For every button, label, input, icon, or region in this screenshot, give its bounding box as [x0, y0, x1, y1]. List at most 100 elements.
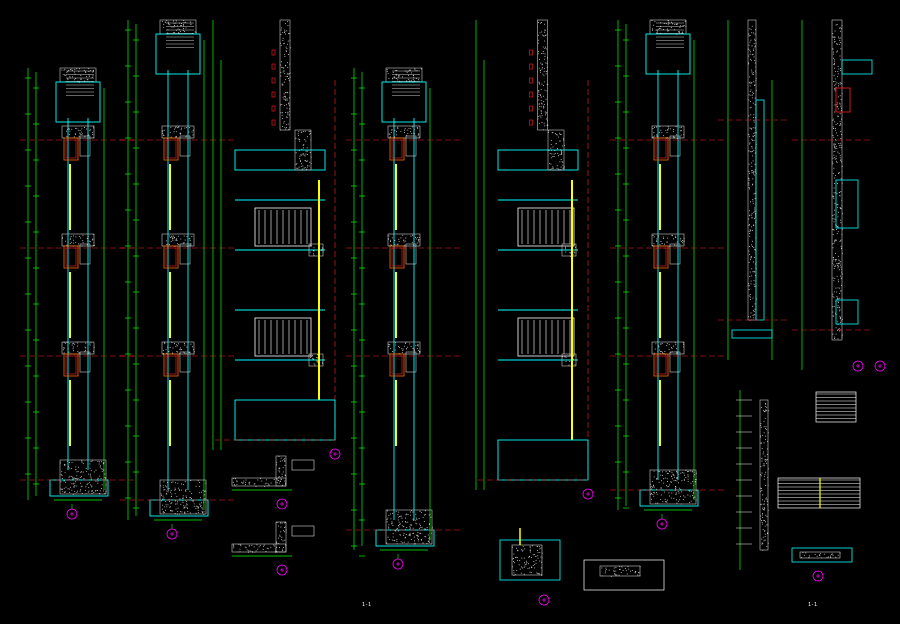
- masonry-speck: [520, 572, 522, 574]
- masonry-speck: [565, 360, 567, 362]
- masonry-speck: [406, 80, 408, 82]
- masonry-speck: [61, 471, 63, 473]
- masonry-speck: [392, 525, 394, 526]
- masonry-speck: [557, 152, 559, 154]
- masonry-speck: [70, 236, 72, 238]
- masonry-speck: [754, 248, 756, 250]
- masonry-speck: [562, 167, 564, 169]
- masonry-speck: [675, 343, 677, 345]
- masonry-speck: [170, 489, 172, 491]
- masonry-speck: [560, 133, 562, 135]
- masonry-speck: [841, 334, 843, 336]
- masonry-speck: [168, 23, 169, 25]
- masonry-speck: [402, 348, 404, 350]
- masonry-speck: [176, 239, 178, 241]
- masonry-speck: [681, 31, 683, 33]
- masonry-speck: [184, 352, 186, 354]
- masonry-speck: [538, 103, 540, 105]
- masonry-speck: [69, 461, 70, 463]
- masonry-speck: [285, 23, 286, 25]
- masonry-speck: [179, 489, 180, 491]
- masonry-speck: [762, 509, 764, 511]
- masonry-speck: [415, 513, 417, 515]
- masonry-speck: [171, 235, 173, 237]
- masonry-speck: [751, 162, 753, 164]
- masonry-speck: [660, 129, 662, 131]
- masonry-speck: [69, 475, 71, 477]
- wall-block: [669, 243, 681, 265]
- masonry-speck: [201, 507, 203, 509]
- masonry-speck: [751, 45, 753, 47]
- masonry-speck: [754, 218, 755, 220]
- masonry-speck: [393, 540, 395, 542]
- masonry-speck: [409, 524, 411, 526]
- masonry-speck: [753, 132, 755, 134]
- window-head: [163, 353, 179, 377]
- masonry-speck: [84, 350, 86, 352]
- masonry-speck: [66, 130, 67, 132]
- masonry-speck: [99, 493, 101, 495]
- masonry-speck: [407, 346, 409, 348]
- masonry-speck: [309, 161, 311, 163]
- masonry-speck: [562, 138, 564, 140]
- masonry-block: [231, 477, 287, 487]
- masonry-speck: [834, 40, 836, 42]
- masonry-speck: [392, 536, 394, 538]
- masonry-speck: [540, 62, 542, 64]
- masonry-speck: [835, 240, 837, 242]
- masonry-speck: [387, 536, 389, 538]
- masonry-speck: [89, 467, 91, 469]
- masonry-speck: [549, 163, 551, 165]
- masonry-speck: [418, 241, 420, 243]
- masonry-speck: [840, 124, 842, 126]
- masonry-speck: [672, 473, 674, 475]
- masonry-speck: [563, 167, 565, 169]
- masonry-speck: [298, 134, 300, 136]
- masonry-speck: [749, 127, 751, 129]
- masonry-speck: [546, 90, 548, 92]
- masonry-speck: [281, 484, 283, 486]
- masonry-speck: [558, 155, 559, 157]
- masonry-speck: [280, 42, 282, 44]
- masonry-speck: [755, 70, 757, 72]
- masonry-speck: [71, 489, 73, 491]
- masonry-speck: [513, 574, 515, 576]
- masonry-speck: [683, 495, 685, 497]
- masonry-speck: [694, 479, 696, 481]
- masonry-speck: [524, 563, 526, 565]
- masonry-speck: [191, 346, 193, 348]
- masonry-speck: [673, 474, 675, 476]
- masonry-speck: [556, 167, 558, 169]
- masonry-speck: [542, 73, 544, 75]
- masonry-speck: [751, 73, 753, 75]
- masonry-speck: [322, 361, 323, 363]
- masonry-speck: [91, 490, 93, 492]
- masonry-speck: [71, 68, 73, 70]
- masonry-speck: [188, 352, 190, 353]
- masonry-speck: [283, 122, 285, 124]
- masonry-speck: [653, 243, 655, 245]
- masonry-speck: [162, 504, 164, 506]
- masonry-speck: [78, 68, 80, 70]
- masonry-speck: [834, 67, 835, 69]
- masonry-speck: [83, 477, 85, 479]
- masonry-speck: [672, 235, 673, 237]
- masonry-speck: [749, 81, 751, 83]
- masonry-speck: [164, 129, 166, 131]
- masonry-speck: [527, 567, 529, 569]
- masonry-speck: [834, 61, 836, 63]
- masonry-speck: [81, 471, 82, 473]
- masonry-speck: [626, 573, 628, 575]
- masonry-speck: [662, 236, 664, 238]
- masonry-speck: [68, 351, 70, 353]
- masonry-speck: [74, 493, 76, 495]
- masonry-speck: [754, 271, 756, 273]
- window-head: [653, 353, 669, 377]
- masonry-speck: [766, 448, 768, 450]
- masonry-speck: [821, 557, 823, 559]
- parapet-outline: [841, 59, 873, 75]
- masonry-speck: [663, 482, 665, 484]
- masonry-speck: [545, 114, 547, 116]
- masonry-speck: [235, 478, 236, 480]
- masonry-speck: [766, 546, 768, 548]
